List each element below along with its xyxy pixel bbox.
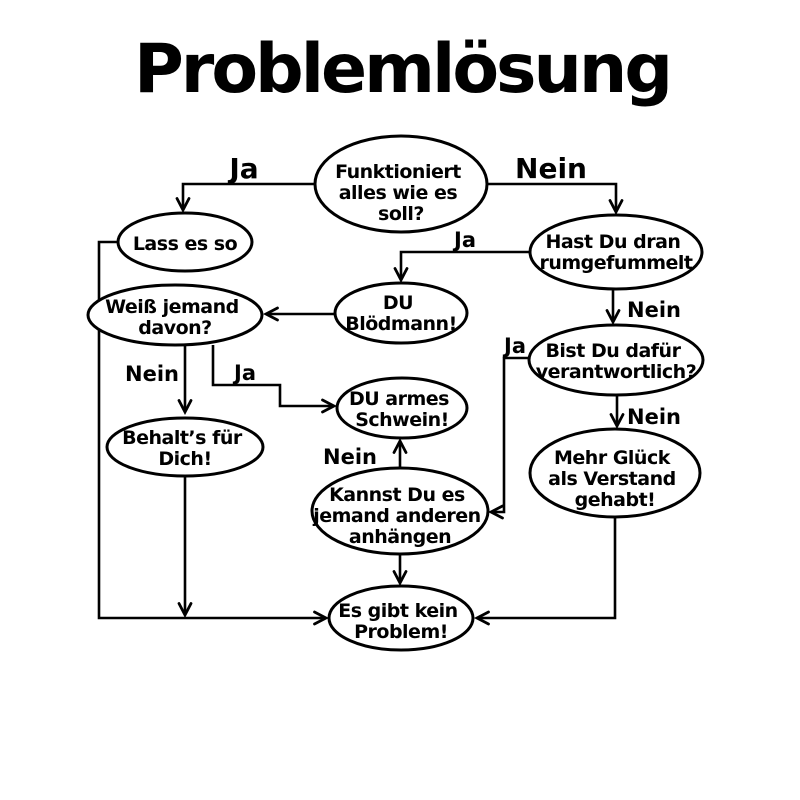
edge-label-ja-bist: Ja xyxy=(502,334,526,358)
nodes: Funktioniert alles wie es soll? Lass es … xyxy=(86,134,705,652)
node-line: Problem! xyxy=(354,621,448,643)
node-line: jemand anderen xyxy=(312,505,480,527)
node-bist-du-dafuer-shape xyxy=(527,323,705,397)
edge-funktioniert-nein-hast xyxy=(487,182,616,212)
node-weiss-jemand: Weiß jemand davon? xyxy=(86,283,264,347)
node-kein-problem-shape xyxy=(327,584,475,652)
edge-funktioniert-ja-lass xyxy=(183,182,315,210)
edge-label-nein-hast: Nein xyxy=(627,298,681,322)
edge-label-nein-bist: Nein xyxy=(627,405,681,429)
node-line: davon? xyxy=(138,317,211,339)
node-lass-es-so: Lass es so xyxy=(116,211,254,273)
node-line: Lass es so xyxy=(133,233,238,255)
node-behalts-label: Behalt’s für Dich! xyxy=(122,427,248,470)
node-funktioniert: Funktioniert alles wie es soll? xyxy=(313,134,489,234)
edge-hast-ja-bloedmann xyxy=(401,250,530,280)
edge-label-nein-weiss: Nein xyxy=(125,362,179,386)
node-weiss-jemand-shape xyxy=(86,283,264,347)
node-line: als Verstand xyxy=(548,468,676,490)
edge-weiss-ja-armes xyxy=(211,345,334,406)
node-kein-problem: Es gibt kein Problem! xyxy=(327,584,475,652)
node-line: Kannst Du es xyxy=(329,484,465,506)
edge-label-ja-hast: Ja xyxy=(452,228,476,252)
node-line: Funktioniert xyxy=(335,161,461,183)
node-line: Blödmann! xyxy=(345,313,457,335)
node-line: anhängen xyxy=(349,526,451,548)
node-weiss-jemand-label: Weiß jemand davon? xyxy=(105,296,245,339)
node-mehr-glueck: Mehr Glück als Verstand gehabt! xyxy=(528,427,702,519)
edge-bist-ja-kannst xyxy=(491,356,530,512)
edge-labels: Ja Nein Ja Nein Nein Ja Ja Nein Nein xyxy=(125,152,681,469)
node-line: Mehr Glück xyxy=(554,447,671,469)
node-line: Weiß jemand xyxy=(105,296,239,318)
page-title: Problemlösung xyxy=(134,30,670,109)
edge-label-ja-top: Ja xyxy=(227,152,258,185)
node-du-bloedmann-label: DU Blödmann! xyxy=(345,292,457,335)
node-behalts: Behalt’s für Dich! xyxy=(105,416,265,478)
node-line: rumgefummelt xyxy=(539,252,692,274)
node-bist-du-dafuer-label: Bist Du dafür verantwortlich? xyxy=(536,340,696,383)
node-du-armes-shape xyxy=(335,376,469,440)
edge-label-ja-weiss: Ja xyxy=(232,361,256,385)
node-line: Es gibt kein xyxy=(338,600,457,622)
node-line: soll? xyxy=(378,203,424,225)
edge-label-nein-top: Nein xyxy=(515,152,587,185)
node-hast-du-dran-shape xyxy=(528,213,704,291)
node-du-bloedmann-shape xyxy=(333,281,469,345)
node-line: DU xyxy=(383,292,413,314)
node-hast-du-dran: Hast Du dran rumgefummelt xyxy=(528,213,704,291)
node-bist-du-dafuer: Bist Du dafür verantwortlich? xyxy=(527,323,705,397)
node-du-bloedmann: DU Blödmann! xyxy=(333,281,469,345)
edges xyxy=(97,182,617,618)
node-du-armes-label: DU armes Schwein! xyxy=(349,388,455,431)
node-lass-es-so-label: Lass es so xyxy=(133,233,238,255)
node-funktioniert-shape xyxy=(313,134,489,234)
node-line: Schwein! xyxy=(355,409,449,431)
node-line: verantwortlich? xyxy=(536,361,696,383)
node-line: gehabt! xyxy=(575,489,656,511)
edge-glueck-problem xyxy=(477,517,617,618)
node-kannst-du-shape xyxy=(310,466,490,556)
node-kannst-du: Kannst Du es jemand anderen anhängen xyxy=(310,466,490,556)
node-du-armes: DU armes Schwein! xyxy=(335,376,469,440)
node-line: Dich! xyxy=(158,448,211,470)
node-lass-es-so-shape xyxy=(116,211,254,273)
node-behalts-shape xyxy=(105,416,265,478)
node-line: alles wie es xyxy=(339,182,458,204)
node-kein-problem-label: Es gibt kein Problem! xyxy=(338,600,464,643)
node-mehr-glueck-label: Mehr Glück als Verstand gehabt! xyxy=(548,447,682,511)
node-kannst-du-label: Kannst Du es jemand anderen anhängen xyxy=(312,484,487,548)
node-hast-du-dran-label: Hast Du dran rumgefummelt xyxy=(539,231,692,274)
node-funktioniert-label: Funktioniert alles wie es soll? xyxy=(335,161,467,225)
node-line: Behalt’s für xyxy=(122,427,243,449)
node-line: Hast Du dran xyxy=(545,231,680,253)
edge-label-nein-kannst: Nein xyxy=(323,445,377,469)
edge-lass-problem xyxy=(97,240,326,618)
node-line: Bist Du dafür xyxy=(545,340,681,362)
node-line: DU armes xyxy=(349,388,449,410)
node-mehr-glueck-shape xyxy=(528,427,702,519)
